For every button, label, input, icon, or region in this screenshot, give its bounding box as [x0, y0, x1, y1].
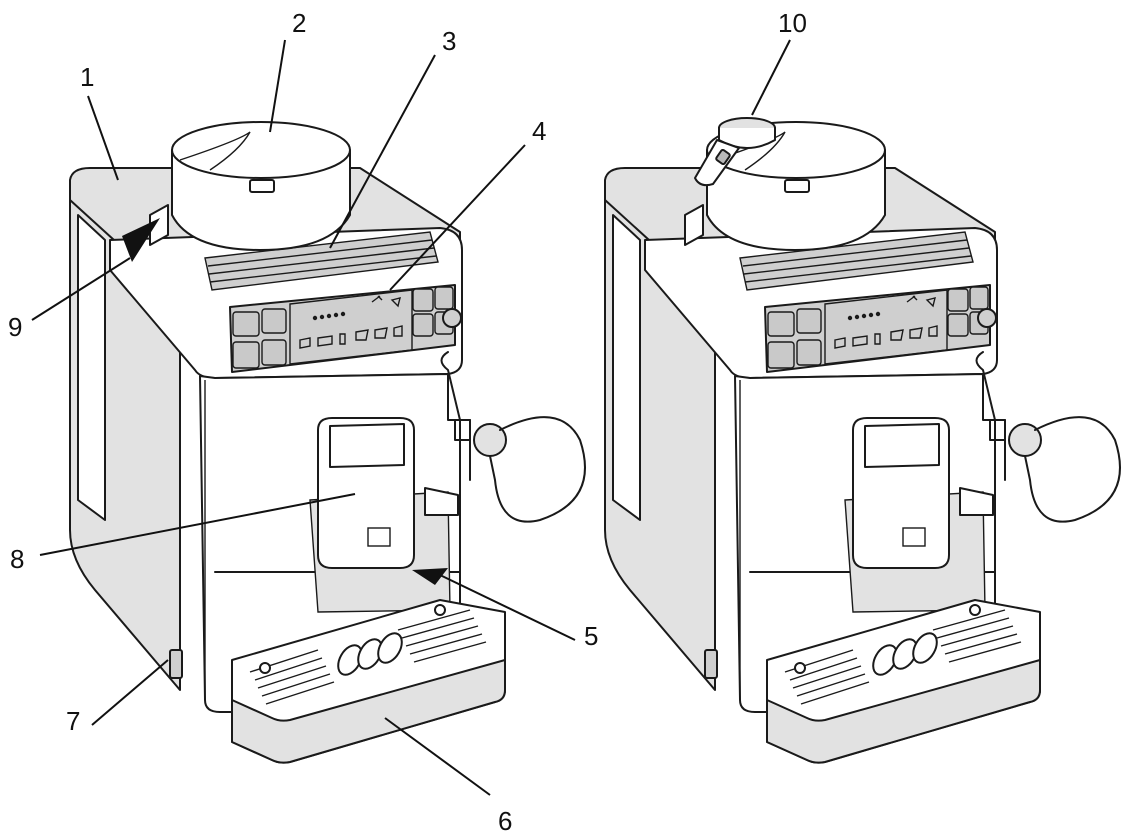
callout-2: 2 [292, 8, 306, 38]
coffee-machine-left [69, 121, 586, 764]
callout-5: 5 [584, 621, 598, 651]
callout-3: 3 [442, 26, 456, 56]
grinder-adjustment-key [694, 117, 776, 187]
coffee-machine-right [604, 117, 1121, 764]
callout-4: 4 [532, 116, 546, 146]
callout-leaders [31, 39, 791, 796]
callout-1: 1 [80, 62, 94, 92]
callout-10: 10 [778, 8, 807, 38]
callout-8: 8 [10, 544, 24, 574]
callout-6: 6 [498, 806, 512, 835]
callout-9: 9 [8, 312, 22, 342]
callout-7: 7 [66, 706, 80, 736]
callout-labels: 1 2 3 4 5 6 7 8 9 10 [8, 8, 807, 835]
